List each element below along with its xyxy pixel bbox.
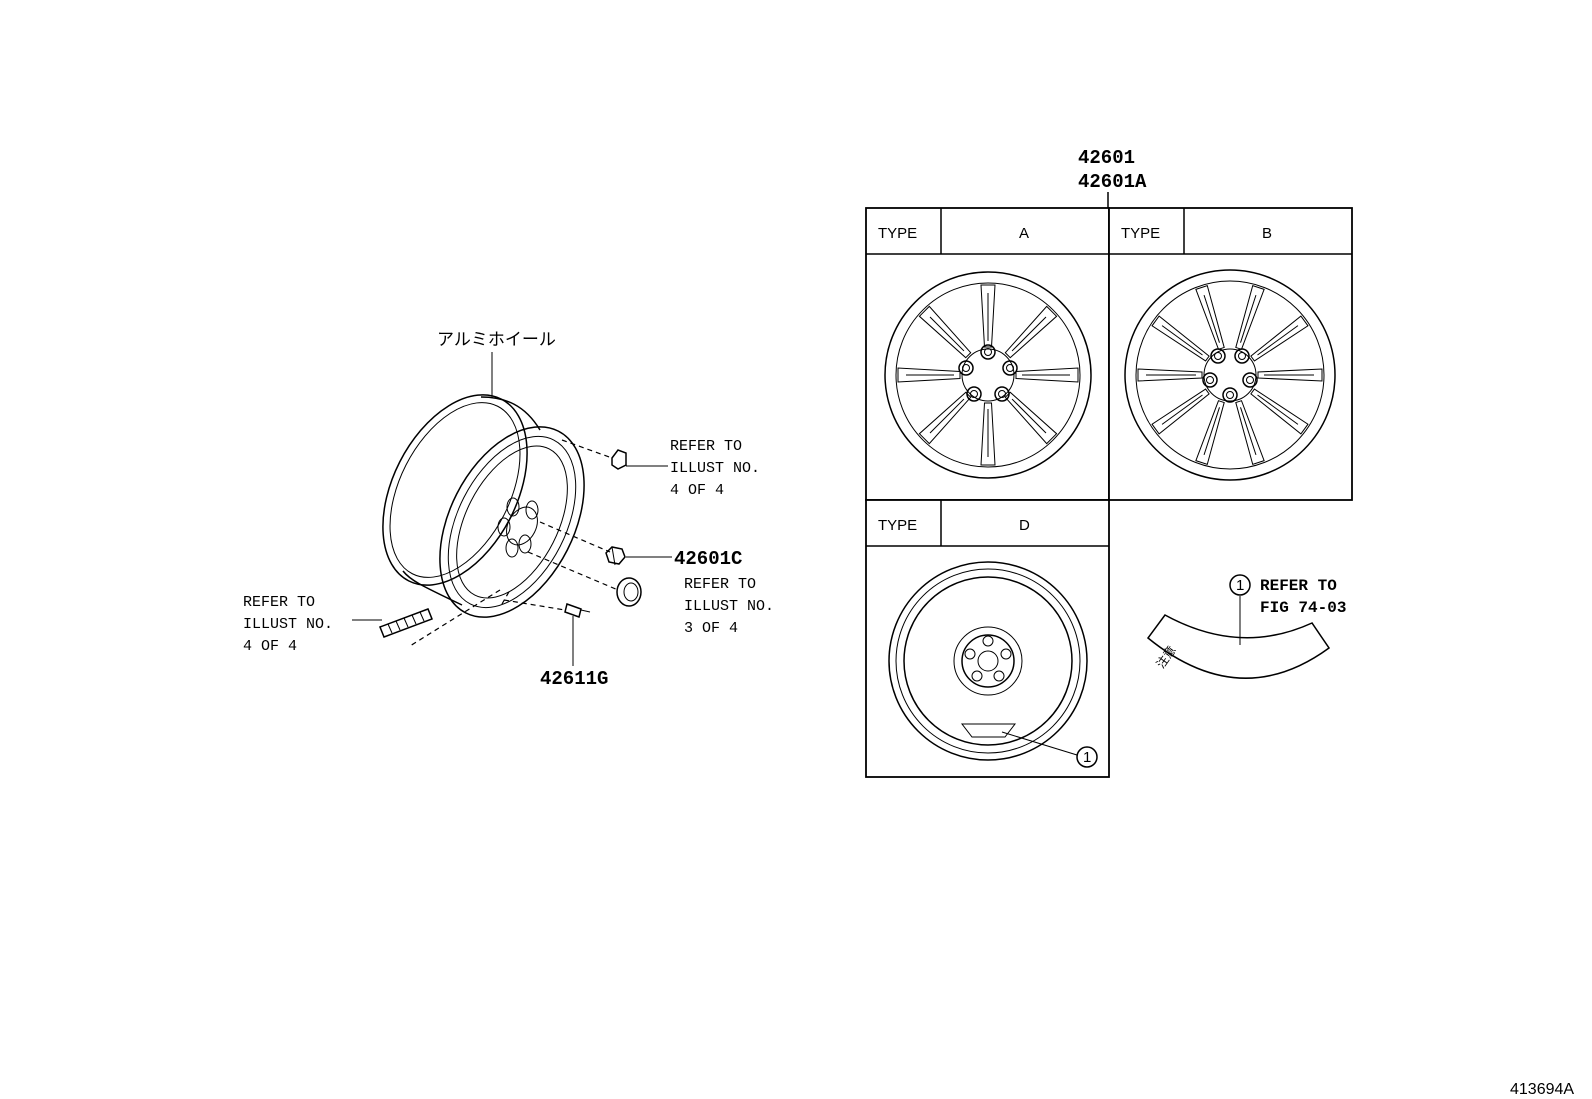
wheel-hub [497, 497, 539, 558]
wheel-spoke [980, 402, 996, 466]
refer-weight-line1: REFER TO [243, 594, 315, 611]
callout-1-label-number: 1 [1236, 577, 1244, 594]
wheel-part-number-1: 42601 [1078, 147, 1135, 169]
wheel-label: アルミホイール [437, 330, 556, 350]
refer-weight-line3: 4 OF 4 [243, 638, 297, 655]
type-d-header: TYPE [878, 517, 917, 534]
wheel-spoke [980, 284, 996, 348]
wheel-part-number-2: 42601A [1078, 171, 1147, 193]
wheel-spoke [1257, 368, 1323, 382]
wheel-spoke [897, 367, 961, 383]
callout-1-type-d-number: 1 [1083, 749, 1091, 766]
refer-weight-line2: ILLUST NO. [243, 616, 333, 633]
refer-center-cap-line3: 3 OF 4 [684, 620, 738, 637]
valve-stem [503, 599, 591, 666]
wheel-type-a-illustration [884, 271, 1092, 479]
wheel-assembly: アルミホイール REFER TO ILLUST NO. 4 OF 4 [243, 330, 774, 690]
wheel-spoke [1250, 315, 1309, 362]
wheel-rim-back [382, 394, 528, 586]
wheel-spoke [1015, 367, 1079, 383]
refer-center-cap-line2: ILLUST NO. [684, 598, 774, 615]
wheel-spoke-ridge [1161, 394, 1203, 425]
wheel-type-d-illustration: 1 [888, 561, 1098, 768]
callout-1-type-d [1076, 746, 1098, 768]
lug-nut [539, 521, 626, 566]
refer-fig-line2: FIG 74-03 [1260, 599, 1346, 617]
wheel-spoke-ridge [1203, 407, 1220, 456]
wheel-spoke-ridge [929, 398, 965, 434]
refer-valve-cap-line3: 4 OF 4 [670, 482, 724, 499]
wheel-spoke-ridge [1161, 325, 1203, 356]
caution-label-sticker: 注意 1 REFER TO FIG 74-03 [1146, 574, 1346, 679]
wheel-face [439, 426, 585, 618]
refer-valve-cap-line1: REFER TO [670, 438, 742, 455]
wheel-spoke-ridge [1257, 394, 1299, 425]
valve-cap [561, 439, 627, 470]
valve-part-number: 42611G [540, 668, 608, 690]
wheel-spoke [918, 305, 972, 359]
wheel-spoke [1137, 368, 1203, 382]
wheel-spoke-ridge [1011, 316, 1047, 352]
lug-nut-part-number: 42601C [674, 548, 742, 570]
type-b-header: TYPE [1121, 225, 1160, 242]
refer-valve-cap-line2: ILLUST NO. [670, 460, 760, 477]
wheel-spoke-ridge [929, 316, 965, 352]
wheel-spoke-ridge [1011, 398, 1047, 434]
wheel-spoke [1195, 400, 1225, 465]
type-a-value: A [1019, 225, 1029, 242]
figure-code: 413694A [1510, 1081, 1574, 1098]
refer-center-cap-line1: REFER TO [684, 576, 756, 593]
type-a-header: TYPE [878, 225, 917, 242]
wheel-spoke-ridge [1240, 407, 1257, 456]
wheel-type-b-illustration [1124, 269, 1336, 481]
wheel-spoke [1151, 388, 1210, 435]
wheel-spoke [918, 391, 972, 445]
wheel-spoke-ridge [1257, 325, 1299, 356]
wheel-spoke [1250, 388, 1309, 435]
center-cap [527, 551, 642, 607]
wheel-spoke [1004, 305, 1058, 359]
wheel-spoke [1235, 285, 1265, 350]
type-b-value: B [1262, 225, 1272, 242]
wheel-type-table: 42601 42601A TYPE A TYPE B TYPE D [865, 147, 1353, 778]
wheel-spoke [1151, 315, 1210, 362]
callout-1-label [1229, 574, 1251, 596]
wheel-spoke-ridge [1240, 294, 1257, 343]
balance-weight [352, 589, 511, 647]
type-d-value: D [1019, 517, 1030, 534]
caution-label-text: 注意 [1153, 643, 1179, 671]
wheel-spoke-ridge [1203, 294, 1220, 343]
refer-fig-line1: REFER TO [1260, 577, 1337, 595]
wheel-spoke [1235, 400, 1265, 465]
